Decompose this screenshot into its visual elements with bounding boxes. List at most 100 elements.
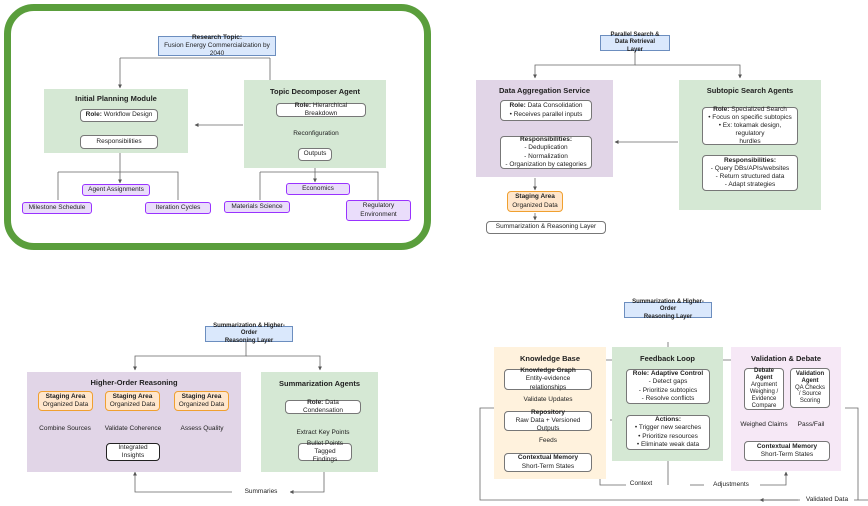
- q3-layer-title-box[interactable]: Summarization & Higher-Order Reasoning L…: [205, 322, 293, 344]
- fl-actions-box[interactable]: Actions: • Trigger new searches • Priori…: [626, 415, 710, 450]
- debate-2: Agent: [755, 375, 773, 382]
- initial-planning-title: Initial Planning Module: [75, 94, 157, 103]
- combine-sources-label: Combine Sources: [39, 425, 91, 432]
- integrated-1: Integrated: [118, 443, 148, 451]
- sub-resp-2: - Return structured data: [715, 173, 785, 180]
- sub-role-3: hurdles: [739, 138, 761, 146]
- sub-resp-title: Responsibilities:: [723, 156, 776, 164]
- q3-staging-area-1[interactable]: Staging Area Organized Data: [38, 391, 93, 411]
- bullets-2: Tagged Findings: [312, 447, 338, 464]
- agg-role-text: Data Consolidation: [527, 102, 583, 110]
- cm-title: Contextual Memory: [517, 454, 579, 462]
- q3-staging-area-2[interactable]: Staging Area Organized Data: [105, 391, 160, 411]
- actions-1: • Trigger new searches: [634, 424, 702, 432]
- q2-staging-area-box[interactable]: Staging Area Organized Data: [507, 191, 563, 212]
- aggregation-responsibilities-box[interactable]: Responsibilities: - Deduplication - Norm…: [500, 136, 592, 169]
- sub-resp-3: - Adapt strategies: [724, 181, 776, 189]
- debate-5: Evidence: [751, 395, 777, 402]
- valagent-3: QA Checks: [794, 384, 825, 391]
- decomposer-role-box[interactable]: Role: Hierarchical Breakdown: [276, 101, 366, 117]
- subtopic-responsibilities-box[interactable]: Responsibilities: - Query DBs/APIs/websi…: [702, 155, 798, 191]
- fl-role-box[interactable]: Role: Adaptive Control - Detect gaps - P…: [626, 369, 710, 404]
- bullet-points-box[interactable]: Bullet Points Tagged Findings: [298, 440, 352, 464]
- summ-layer-label: Summarization & Reasoning Layer: [495, 223, 597, 231]
- aggregation-role-box[interactable]: Role: Data Consolidation • Receives para…: [500, 100, 592, 121]
- staging3-title: Staging Area: [181, 392, 222, 400]
- validation-debate-title: Validation & Debate: [750, 354, 822, 363]
- research-topic-box[interactable]: Research Topic: Fusion Energy Commercial…: [158, 34, 276, 58]
- q2-staging-text: Organized Data: [512, 201, 558, 209]
- integrated-2: Insights: [121, 452, 145, 459]
- q4-contextual-memory-2-box[interactable]: Contextual Memory Short-Term States: [744, 441, 830, 461]
- agg-resp-3: - Organization by categories: [505, 160, 587, 168]
- kg-title: Knowledge Graph: [520, 367, 576, 375]
- planning-role-label: Role:: [85, 111, 102, 119]
- q4-layer-title-box[interactable]: Summarization & Higher-Order Reasoning L…: [624, 299, 712, 320]
- subtopic-role-box[interactable]: Role: Specialized Search • Focus on spec…: [702, 105, 798, 146]
- fl-role-1: - Detect gaps: [648, 378, 688, 386]
- debate-agent-box[interactable]: Debate Agent Argument Weighing / Evidenc…: [744, 368, 784, 410]
- decomposer-role-text: Hierarchical Breakdown: [304, 101, 348, 117]
- sub-role-text: Specialized Search: [731, 105, 787, 113]
- reconfiguration-label: Reconfiguration: [293, 130, 339, 137]
- q4-layer-title-2: Reasoning Layer: [643, 313, 693, 320]
- parallel-search-layer-box[interactable]: Parallel Search & Data Retrieval Layer: [600, 32, 670, 53]
- validate-updates-label: Validate Updates: [523, 396, 573, 403]
- knowledge-graph-box[interactable]: Knowledge Graph Entity-evidence relation…: [504, 367, 592, 391]
- actions-2: • Prioritize resources: [638, 432, 698, 440]
- iteration-cycles-label: Iteration Cycles: [155, 203, 201, 211]
- integrated-insights-box[interactable]: Integrated Insights: [106, 443, 160, 461]
- valagent-5: Scoring: [799, 398, 821, 405]
- regulatory-label-2: Environment: [360, 210, 397, 218]
- agent-assignments-box[interactable]: Agent Assignments: [82, 184, 150, 196]
- iteration-cycles-box[interactable]: Iteration Cycles: [145, 202, 211, 214]
- knowledge-base-title: Knowledge Base: [519, 354, 580, 363]
- agg-resp-title: Responsibilities:: [519, 136, 572, 144]
- research-topic-text: Fusion Energy Commercialization by 2040: [164, 41, 270, 58]
- q3-layer-title-2: Reasoning Layer: [224, 337, 274, 344]
- repo-title: Repository: [531, 408, 565, 416]
- summarization-reasoning-layer-box[interactable]: Summarization & Reasoning Layer: [486, 221, 606, 234]
- summaries-label: Summaries: [232, 488, 290, 495]
- repo-text: Raw Data + Versioned Outputs: [515, 416, 581, 433]
- sub-resp-1: - Query DBs/APIs/websites: [710, 164, 790, 172]
- materials-science-box[interactable]: Materials Science: [224, 201, 290, 213]
- staging2-text: Organized Data: [109, 401, 156, 408]
- sub-role-2: • Ex: tokamak design, regulatory: [718, 121, 782, 138]
- planning-responsibilities-box[interactable]: Responsibilities: [80, 135, 158, 149]
- economics-box[interactable]: Economics: [286, 183, 350, 195]
- agent-assignments-label: Agent Assignments: [88, 185, 144, 193]
- debate-6: Compare: [751, 402, 777, 409]
- actions-3: • Eliminate weak data: [636, 440, 700, 448]
- q2-staging-title: Staging Area: [515, 193, 555, 201]
- q1-frame: [4, 4, 431, 250]
- feeds-label: Feeds: [538, 437, 558, 444]
- economics-label: Economics: [302, 184, 334, 192]
- valagent-1: Validation: [795, 370, 825, 377]
- sa-role-box[interactable]: Role: Data Condensation: [285, 399, 361, 414]
- debate-4: Weighing /: [749, 389, 779, 395]
- regulatory-environment-box[interactable]: Regulatory Environment: [346, 200, 411, 221]
- staging1-title: Staging Area: [45, 392, 86, 400]
- context-label: Context: [626, 480, 656, 487]
- cm2-title: Contextual Memory: [756, 442, 818, 450]
- valagent-2: Agent: [801, 377, 819, 384]
- validation-agent-box[interactable]: Validation Agent QA Checks / Source Scor…: [790, 368, 830, 408]
- planning-role-text: Workflow Design: [103, 111, 153, 119]
- milestone-schedule-box[interactable]: Milestone Schedule: [22, 202, 92, 214]
- agg-role-sub: • Receives parallel inputs: [509, 110, 583, 118]
- repository-box[interactable]: Repository Raw Data + Versioned Outputs: [504, 408, 592, 433]
- q3-staging-area-3[interactable]: Staging Area Organized Data: [174, 391, 229, 411]
- cm2-text: Short-Term States: [760, 451, 814, 458]
- summarization-agents-title: Summarization Agents: [279, 379, 360, 388]
- actions-title: Actions:: [655, 416, 681, 424]
- planning-role-box[interactable]: Role: Workflow Design: [80, 109, 158, 122]
- agg-resp-1: - Deduplication: [524, 144, 568, 152]
- milestone-schedule-label: Milestone Schedule: [28, 203, 86, 211]
- sub-role-label: Role:: [713, 105, 730, 113]
- regulatory-label-1: Regulatory: [362, 202, 395, 210]
- q3-layer-title-1: Summarization & Higher-Order: [213, 322, 285, 337]
- q4-contextual-memory-box[interactable]: Contextual Memory Short-Term States: [504, 453, 592, 472]
- outputs-box[interactable]: Outputs: [298, 148, 332, 161]
- staging3-text: Organized Data: [178, 401, 225, 408]
